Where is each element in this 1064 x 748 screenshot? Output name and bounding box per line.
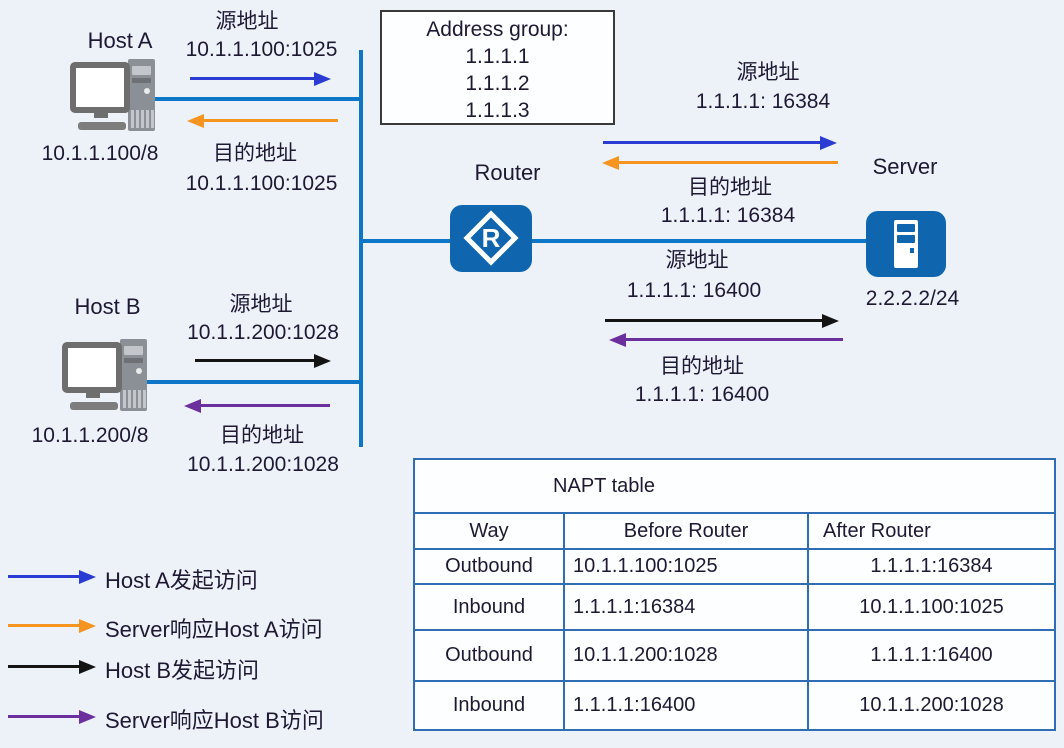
wan-b-response-arrow [625,338,843,341]
wan-b-request-arrow [605,319,823,322]
host-b-request-arrow [195,359,315,362]
address-group-item: 1.1.1.3 [465,99,530,122]
address-group-box: Address group: 1.1.1.1 1.1.1.2 1.1.1.3 [380,10,615,125]
napt-col-before-router: Before Router [565,514,809,548]
router-wan-line [361,239,867,243]
address-group-title: Address group: [426,18,569,41]
table-row: Inbound 1.1.1.1:16384 10.1.1.100:1025 [415,583,1054,629]
napt-cell-before: 1.1.1.1:16384 [565,585,809,629]
napt-cell-after: 1.1.1.1:16400 [870,644,993,666]
host-a-link-line [150,97,361,101]
wan-a-dst-value: 1.1.1.1: 16384 [660,204,796,227]
napt-cell-after: 10.1.1.200:1028 [859,694,1004,716]
host-b-src-label: 源地址 [229,293,293,316]
server-ip: 2.2.2.2/24 [865,287,960,310]
table-row: Outbound 10.1.1.100:1025 1.1.1.1:16384 [415,548,1054,583]
legend-host-b-request-arrow [8,665,80,668]
host-b-computer-icon [62,339,147,411]
server-label: Server [872,154,938,179]
lan-bus-line [359,50,363,447]
host-b-label: Host B [74,294,141,319]
host-a-dst-label: 目的地址 [213,142,297,165]
napt-cell-way: Inbound [415,682,565,729]
legend-host-b-request-label: Host B发起访问 [105,658,260,683]
legend-host-b-response-arrow [8,715,80,718]
server-icon [866,211,946,277]
host-a-src-label: 源地址 [215,10,279,33]
wan-a-dst-label: 目的地址 [688,176,772,199]
wan-b-src-label: 源地址 [665,249,729,272]
wan-b-src-value: 1.1.1.1: 16400 [626,279,762,302]
napt-cell-before: 10.1.1.200:1028 [565,631,809,680]
wan-a-request-arrow [603,141,821,144]
wan-b-dst-label: 目的地址 [660,355,744,378]
napt-cell-after: 10.1.1.100:1025 [859,595,1004,618]
napt-table-title-row: NAPT table [415,460,1054,512]
host-b-dst-value: 10.1.1.200:1028 [187,453,339,476]
wan-a-src-value: 1.1.1.1: 16384 [695,90,831,113]
napt-table-title: NAPT table [553,474,655,497]
napt-cell-before: 1.1.1.1:16400 [565,682,809,729]
legend-host-a-response-arrow [8,624,80,627]
wan-b-dst-value: 1.1.1.1: 16400 [634,383,770,406]
router-icon: R [450,205,532,272]
host-a-response-arrow [203,119,338,122]
host-a-request-arrow [190,77,315,80]
host-a-src-value: 10.1.1.100:1025 [185,38,338,61]
host-b-response-arrow [200,404,330,407]
host-a-ip: 10.1.1.100/8 [41,142,159,165]
napt-cell-way: Outbound [415,550,565,583]
legend-host-b-response-label: Server响应Host B访问 [105,708,324,733]
address-group-item: 1.1.1.2 [465,72,530,95]
host-a-label: Host A [87,28,153,53]
legend-host-a-request-arrow [8,575,80,578]
host-b-dst-label: 目的地址 [220,424,304,447]
napt-col-after-router: After Router [823,519,931,542]
napt-cell-way: Outbound [415,631,565,680]
napt-col-way: Way [415,514,565,548]
address-group-item: 1.1.1.1 [465,45,530,68]
host-a-computer-icon [70,59,155,131]
host-b-src-value: 10.1.1.200:1028 [187,321,339,344]
napt-table-header-row: Way Before Router After Router [415,512,1054,548]
svg-text:R: R [482,223,501,253]
router-label: Router [474,160,541,185]
wan-a-response-arrow [618,161,838,164]
table-row: Inbound 1.1.1.1:16400 10.1.1.200:1028 [415,680,1054,729]
napt-table: NAPT table Way Before Router After Route… [413,458,1056,731]
host-b-link-line [140,380,361,384]
napt-cell-after: 1.1.1.1:16384 [870,555,993,577]
wan-a-src-label: 源地址 [736,61,800,84]
legend-host-a-response-label: Server响应Host A访问 [105,617,323,642]
host-a-dst-value: 10.1.1.100:1025 [185,172,338,195]
legend-host-a-request-label: Host A发起访问 [105,568,258,593]
table-row: Outbound 10.1.1.200:1028 1.1.1.1:16400 [415,629,1054,680]
napt-cell-before: 10.1.1.100:1025 [565,550,809,583]
host-b-ip: 10.1.1.200/8 [31,424,149,447]
napt-cell-way: Inbound [415,585,565,629]
